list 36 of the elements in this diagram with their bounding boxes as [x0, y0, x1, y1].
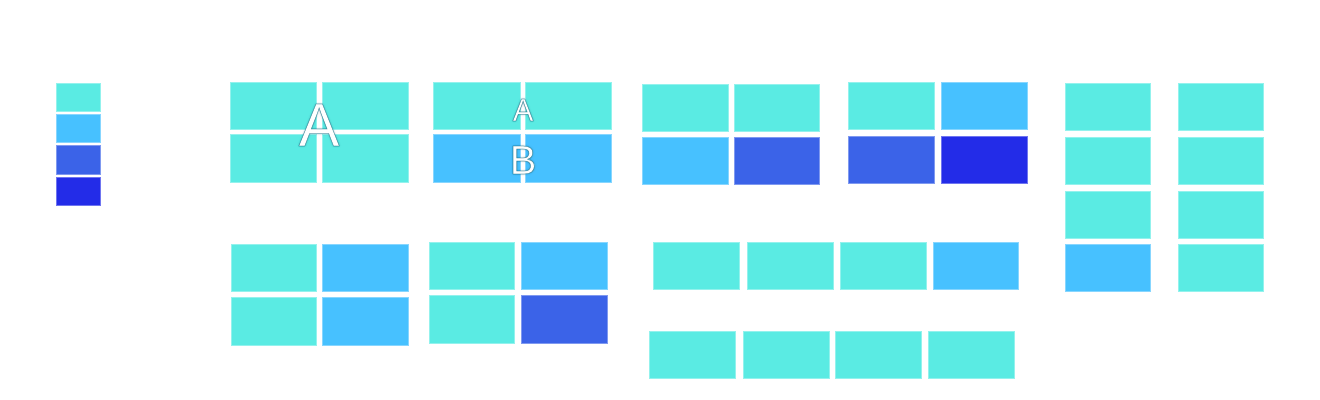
grid-tile — [734, 137, 820, 185]
grid-tile — [653, 242, 740, 290]
grid-tile — [231, 244, 317, 292]
grid-tile — [928, 331, 1015, 379]
grid-tile — [747, 242, 834, 290]
grid-tile — [1065, 83, 1151, 131]
grid-tile — [835, 331, 922, 379]
grid-tile — [1178, 244, 1264, 292]
grid-tile — [231, 297, 317, 346]
grid-tile — [848, 136, 935, 184]
grid-tile — [848, 82, 935, 130]
grid-tile — [521, 295, 608, 344]
grid-tile — [1065, 244, 1151, 292]
grid-tile — [429, 242, 515, 290]
grid-tile — [642, 84, 729, 132]
grid-tile — [1178, 83, 1264, 131]
grid-tile — [649, 331, 736, 379]
grid-tile — [734, 84, 820, 132]
grid-tile — [322, 244, 409, 292]
grid-tile — [941, 136, 1028, 184]
level-swatch — [56, 145, 101, 175]
grid-tile — [521, 242, 608, 290]
grid-tile — [1065, 137, 1151, 185]
grid-tile — [840, 242, 927, 290]
level-swatch — [56, 114, 101, 143]
grid-tile — [743, 331, 830, 379]
grid-tile — [933, 242, 1019, 290]
level-swatch — [56, 177, 101, 206]
grid-tile — [1178, 191, 1264, 239]
level-swatch — [56, 83, 101, 112]
grid-tile — [1178, 137, 1264, 185]
grid-tile — [1065, 191, 1151, 239]
grid-tile — [941, 82, 1028, 130]
grid-tile — [322, 297, 409, 346]
grid-tile — [429, 295, 515, 344]
grid-tile — [642, 137, 729, 185]
